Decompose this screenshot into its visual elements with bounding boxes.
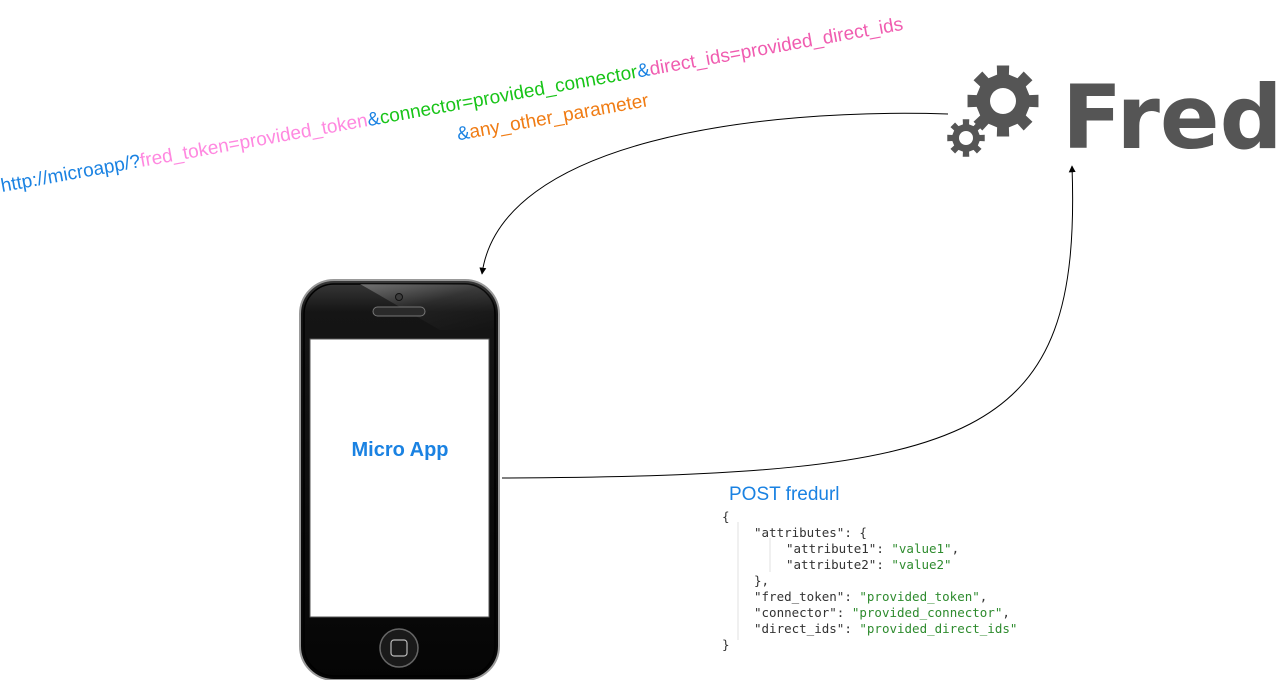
svg-text:http://microapp/?fred_token=pr: http://microapp/?fred_token=provided_tok… — [0, 14, 905, 197]
json-line: } — [722, 637, 730, 652]
json-line: "fred_token": "provided_token", — [754, 589, 987, 604]
json-line: "connector": "provided_connector", — [754, 605, 1010, 620]
redirect-arrow — [479, 112, 949, 275]
url-base: http://microapp/? — [0, 151, 142, 197]
json-key: "fred_token" — [754, 589, 844, 604]
json-line: "direct_ids": "provided_direct_ids" — [754, 621, 1017, 636]
json-punctuation: , — [1002, 605, 1010, 620]
json-line: }, — [754, 573, 769, 588]
speaker-grille — [372, 306, 426, 317]
url-ampersand: & — [635, 59, 652, 82]
json-punctuation: : — [844, 621, 859, 636]
url-direct-ids-param: direct_ids=provided_direct_ids — [648, 14, 905, 80]
micro-app-label: Micro App — [351, 439, 448, 461]
json-key: "attribute1" — [786, 541, 876, 556]
camera-icon — [395, 293, 403, 301]
json-punctuation: : — [837, 605, 852, 620]
gear-hole — [990, 88, 1016, 114]
json-punctuation: , — [980, 589, 988, 604]
json-punctuation: : { — [844, 525, 867, 540]
json-line: { — [722, 509, 730, 524]
gears-icon — [947, 65, 1039, 157]
large-gear-icon — [967, 65, 1039, 137]
json-punctuation: }, — [754, 573, 769, 588]
json-string: "provided_direct_ids" — [859, 621, 1017, 636]
json-line: "attribute1": "value1", — [786, 541, 959, 556]
home-button-square-icon — [390, 639, 408, 657]
json-string: "value2" — [891, 557, 951, 572]
json-line: "attributes": { — [754, 525, 867, 540]
json-key: "attribute2" — [786, 557, 876, 572]
phone: Micro App — [299, 279, 500, 680]
json-string: "provided_token" — [859, 589, 979, 604]
json-punctuation: } — [722, 637, 730, 652]
gear-hole — [959, 131, 973, 145]
json-punctuation: : — [876, 541, 891, 556]
json-line: "attribute2": "value2" — [786, 557, 952, 572]
json-key: "attributes" — [754, 525, 844, 540]
json-string: "value1" — [891, 541, 951, 556]
json-punctuation: : — [876, 557, 891, 572]
url-ampersand: & — [455, 122, 472, 145]
small-gear-icon — [947, 119, 985, 157]
home-button[interactable] — [379, 628, 419, 668]
json-string: "provided_connector" — [852, 605, 1003, 620]
json-key: "direct_ids" — [754, 621, 844, 636]
json-punctuation: , — [952, 541, 960, 556]
post-json-body: {"attributes": {"attribute1": "value1","… — [722, 509, 1017, 652]
post-title: POST fredurl — [729, 484, 840, 505]
fred-logo-text: Fred — [1062, 66, 1276, 169]
phone-screen — [309, 338, 490, 618]
url-ampersand: & — [366, 108, 383, 131]
post-arrow — [501, 165, 1076, 479]
json-punctuation: : — [844, 589, 859, 604]
json-punctuation: { — [722, 509, 730, 524]
json-key: "connector" — [754, 605, 837, 620]
url-fred-token-param: fred_token=provided_token — [138, 110, 369, 172]
